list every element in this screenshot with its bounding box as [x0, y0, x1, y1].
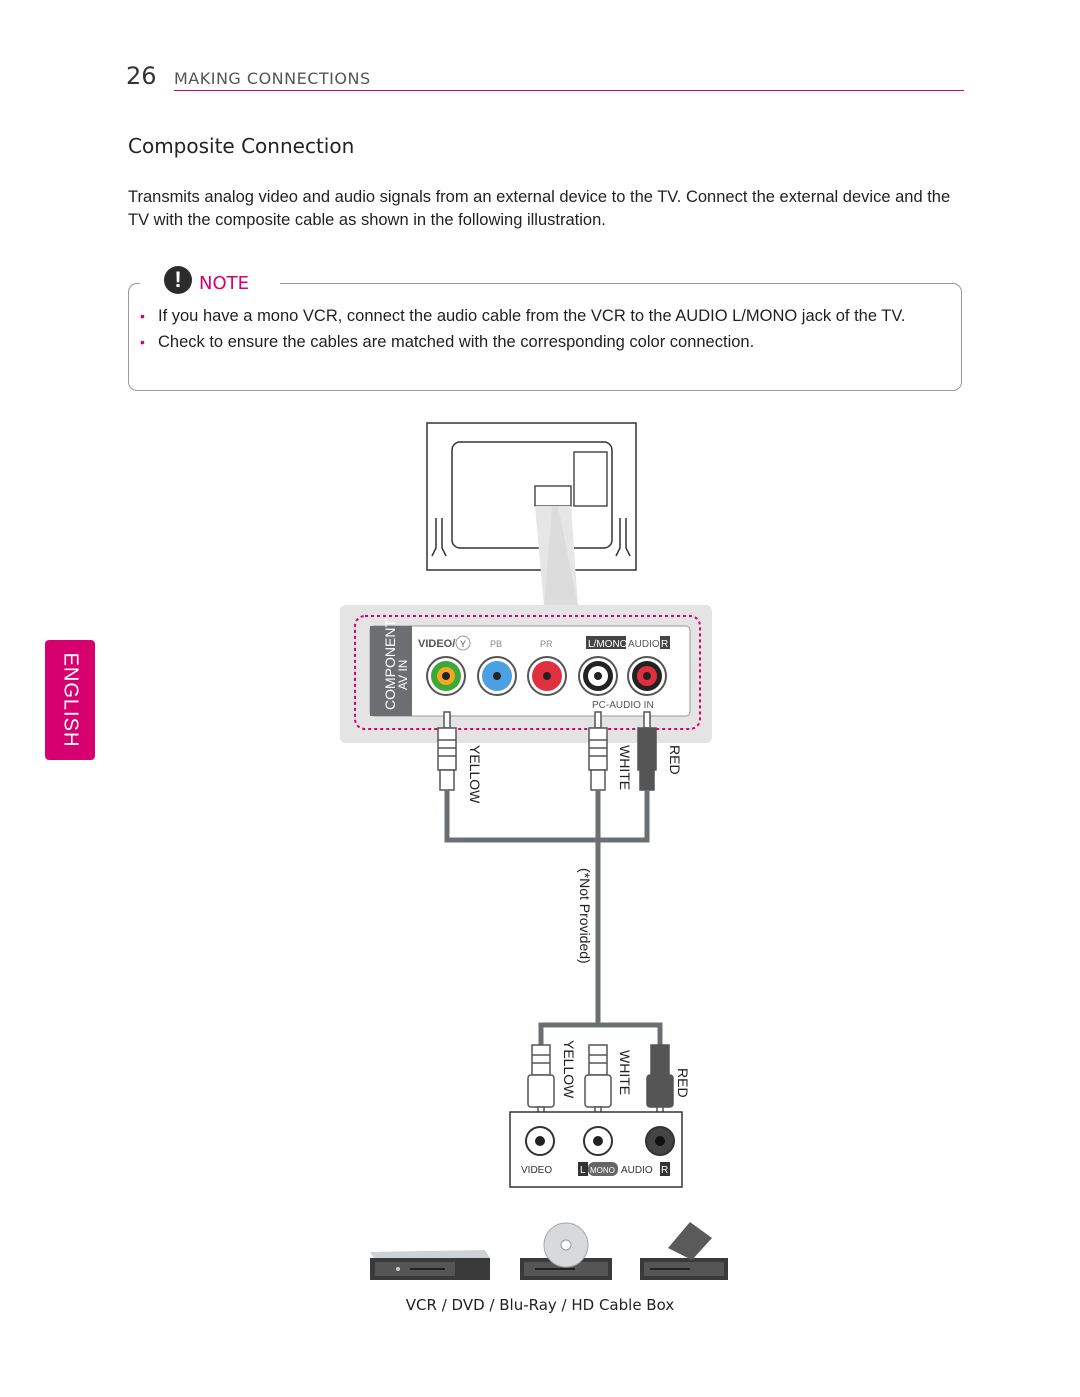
header-divider [174, 90, 964, 91]
panel-side-label-avin: AV IN [396, 660, 410, 690]
device-label-audio: AUDIO [621, 1165, 653, 1176]
cable-label-red-top: RED [667, 745, 683, 775]
cable-label-yellow-bottom: YELLOW [561, 1040, 577, 1099]
jack-label-audio: AUDIO [628, 639, 660, 650]
jack-label-pr: PR [540, 639, 553, 649]
not-provided-label: (*Not Provided) [577, 868, 593, 964]
page-title: Composite Connection [128, 134, 355, 158]
tv-back-illustration [426, 422, 637, 606]
jack-label-y: Y [460, 639, 466, 649]
jack-red-audio [627, 656, 667, 696]
device-jack-panel: VIDEO L MONO AUDIO R [509, 1111, 683, 1188]
cable-label-white-bottom: WHITE [617, 1050, 633, 1095]
note-item: •Check to ensure the cables are matched … [140, 333, 755, 351]
device-label-mono: MONO [590, 1166, 615, 1175]
tv-jack-panel: COMPONENT AV IN VIDEO/ Y PB PR L/MONO AU… [340, 605, 712, 743]
device-caption: VCR / DVD / Blu-Ray / HD Cable Box [405, 1296, 675, 1314]
jack-red-pr [527, 656, 567, 696]
jack-white [578, 656, 618, 696]
device-label-r: R [661, 1165, 668, 1176]
jack-yellow-green [426, 656, 466, 696]
cable-label-red-bottom: RED [675, 1068, 691, 1098]
bullet-icon: • [140, 308, 145, 324]
composite-cable [444, 790, 663, 1045]
device-label-l: L [580, 1165, 586, 1176]
device-label-video: VIDEO [521, 1165, 552, 1176]
panel-side-label-component: COMPONENT [382, 619, 398, 710]
jack-label-lmono: L/MONO [588, 639, 628, 650]
note-exclamation-icon: ! [164, 266, 192, 294]
section-title: MAKING CONNECTIONS [174, 69, 371, 88]
jack-label-video: VIDEO/ [418, 638, 455, 650]
cable-label-white-top: WHITE [617, 745, 633, 790]
jack-blue [477, 656, 517, 696]
dvd-device-icon [520, 1222, 612, 1280]
note-item: •If you have a mono VCR, connect the aud… [140, 307, 906, 325]
intro-paragraph: Transmits analog video and audio signals… [128, 188, 951, 229]
tv-side-plugs [437, 711, 657, 791]
cable-box-device-icon [640, 1222, 728, 1280]
vcr-device-icon [370, 1250, 490, 1280]
note-box [128, 283, 962, 391]
jack-label-pb: PB [490, 639, 502, 649]
jack-label-r: R [661, 639, 668, 650]
note-list: •If you have a mono VCR, connect the aud… [140, 305, 950, 357]
pc-audio-label: PC-AUDIO IN [592, 700, 654, 711]
cable-label-yellow-top: YELLOW [467, 745, 483, 804]
bullet-icon: • [140, 334, 145, 350]
device-side-plugs [527, 1044, 674, 1126]
language-tab: ENGLISH [45, 640, 95, 760]
note-label: NOTE [199, 273, 250, 294]
page-number: 26 [126, 62, 157, 90]
